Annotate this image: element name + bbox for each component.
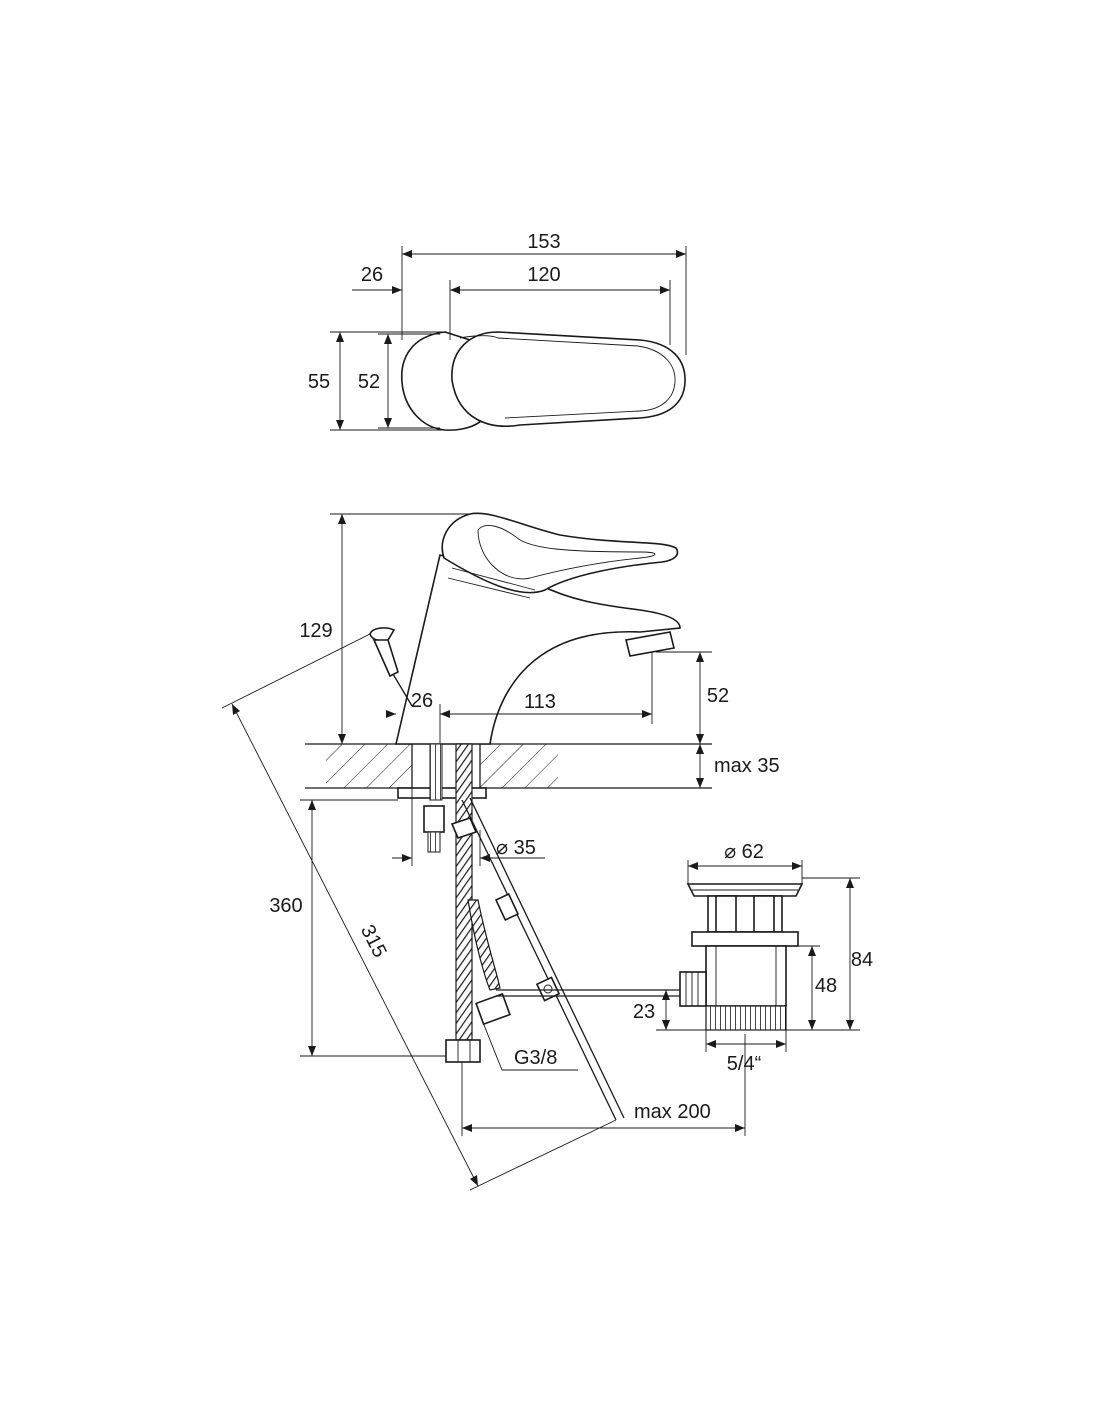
dim-base-to-pop-up: 26	[411, 690, 433, 712]
flex-hose-2	[467, 899, 501, 991]
waste-link-fitting	[679, 971, 707, 1007]
hose-nut-2	[475, 992, 511, 1026]
dim-link-height: 23	[633, 1001, 655, 1023]
dim-overall-depth: 55	[308, 371, 330, 393]
dim-lever-length: 120	[527, 264, 560, 286]
side-view	[305, 512, 712, 1121]
dim-mount-hole: ⌀ 35	[496, 837, 536, 859]
faucet-spout-tip	[625, 631, 675, 657]
flex-hose-1	[455, 743, 473, 1041]
pop-up-rod	[461, 799, 617, 1121]
top-view-lever-inner	[497, 337, 676, 419]
waste-valve	[679, 883, 804, 1031]
waste-body	[705, 945, 787, 1007]
dim-spout-reach: 113	[524, 691, 556, 713]
dim-body-height: 48	[815, 975, 837, 997]
threaded-stud	[429, 743, 443, 801]
dim-flange-diameter: ⌀ 62	[724, 841, 764, 863]
top-view-lever	[451, 331, 686, 427]
stud-nut	[423, 805, 445, 833]
dim-base-depth: 52	[358, 371, 380, 393]
dim-rod-length: 315	[356, 921, 391, 961]
dim-deck-thickness: max 35	[714, 755, 780, 777]
hose-nut-1	[445, 1039, 481, 1063]
waste-valve-dimensions: ⌀ 62 84 48 23 5/4“	[633, 841, 873, 1075]
dim-overall-height: 84	[851, 949, 873, 971]
dim-height: 129	[299, 620, 332, 642]
waste-thread	[705, 1005, 787, 1031]
faucet-body	[394, 553, 681, 745]
top-view: 153 26 120 55 52	[308, 231, 687, 431]
dim-spout-height: 52	[707, 685, 729, 707]
dim-base-offset: 26	[361, 264, 383, 286]
dim-overall-width: 153	[527, 231, 560, 253]
label-hose-thread: G3/8	[514, 1047, 557, 1069]
label-waste-thread: 5/4“	[727, 1053, 761, 1075]
dim-rod-reach: max 200	[634, 1101, 711, 1123]
dim-hose-length: 360	[269, 895, 302, 917]
pop-up-knob	[369, 627, 396, 642]
